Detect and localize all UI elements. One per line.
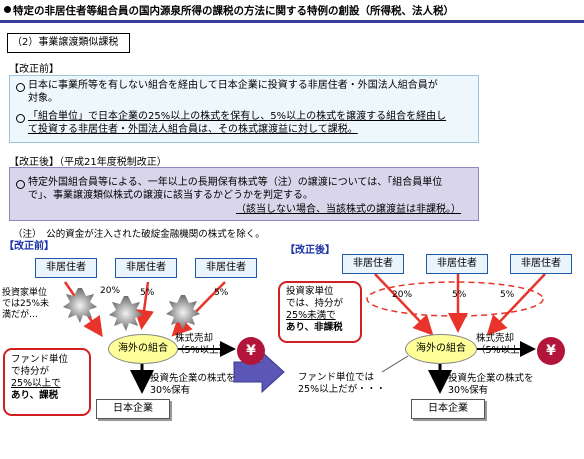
fund-note: ファンド単位では 25%以上だが・・・ <box>298 372 386 396</box>
share-label: 20% <box>392 290 413 300</box>
after-line-3: （該当しない場合、当該株式の譲渡益は非課税。） <box>236 204 461 215</box>
after-heading: 【改正後】（平成21年度税制改正） <box>9 157 167 168</box>
page-title: 特定の非居住者等組合員の国内源泉所得の課税の方法に関する特例の創設（所得税、法人… <box>4 3 454 18</box>
callout-line-text: ファンド単位 <box>11 354 69 365</box>
footnote: （注） 公的資金が注入された破綻金融機関の株式を除く。 <box>13 229 265 240</box>
investor-group-outline <box>366 281 544 317</box>
gear-icon <box>166 295 200 330</box>
fund-taxed-callout: ファンド単位 で持分が 25%以上で あり、課税 <box>3 348 91 416</box>
investor-note-line: 満だが… <box>2 310 39 320</box>
diagram-after-tag: 【改正後】 <box>285 245 335 256</box>
gear-icon <box>63 288 97 323</box>
sale-label-line: （5%以上） <box>175 345 229 356</box>
overseas-union: 海外の組合 <box>108 334 178 364</box>
yen-icon: ¥ <box>237 337 265 365</box>
holding-label-line: 投資先企業の株式を <box>448 373 534 384</box>
callout-line-text: あり、課税 <box>11 390 59 401</box>
yen-icon: ¥ <box>537 337 565 365</box>
share-label: 5% <box>500 290 515 300</box>
holding-label-line: 30%保有 <box>448 385 489 396</box>
callout-line-text: あり、非課税 <box>286 322 343 333</box>
callout-line <box>381 355 409 373</box>
share-label: 5% <box>214 288 229 298</box>
bullet-icon <box>4 6 11 13</box>
japanese-company-box: 日本企業 <box>411 399 485 419</box>
overseas-union: 海外の組合 <box>405 334 477 364</box>
sale-label-line: 株式売却 <box>175 333 214 344</box>
holding-label-line: 投資先企業の株式を <box>150 373 236 384</box>
before-item-2: 「組合単位」で日本企業の25%以上の株式を保有し、5%以上の株式を譲渡する組合を… <box>28 111 447 122</box>
nonresident-box: 非居住者 <box>35 258 97 278</box>
ring-bullet-icon <box>16 83 25 92</box>
after-line-2: で」、事業譲渡類似株式の譲渡に該当するかどうかを判定する。 <box>28 190 313 201</box>
ring-bullet-icon <box>16 180 25 189</box>
before-box: 日本に事業所等を有しない組合を経由して日本企業に投資する非居住者・外国法人組合員… <box>9 75 479 143</box>
callout-line-text: で持分が <box>11 366 50 377</box>
fund-note-line: 25%以上だが・・・ <box>298 384 386 395</box>
share-label: 5% <box>452 290 467 300</box>
section-label: （2）事業譲渡類似課税 <box>7 33 130 53</box>
nonresident-box: 非居住者 <box>342 254 404 274</box>
sale-label: 株式売却 （5%以上） <box>175 333 228 357</box>
share-label: 5% <box>140 288 155 298</box>
share-label: 20% <box>100 286 121 296</box>
nonresident-box: 非居住者 <box>195 258 257 278</box>
flow-arrow <box>374 273 434 336</box>
sale-label: 株式売却 （5%以上） <box>476 333 529 357</box>
before-item-1-cont: 対象。 <box>28 93 58 104</box>
callout-line-text: 投資家単位 <box>286 286 334 297</box>
nonresident-box: 非居住者 <box>426 254 488 274</box>
investor-note: 投資家単位 では25%未 満だが… <box>2 288 49 321</box>
title-underline <box>0 20 584 23</box>
page-title-text: 特定の非居住者等組合員の国内源泉所得の課税の方法に関する特例の創設（所得税、法人… <box>13 5 454 17</box>
holding-label: 投資先企業の株式を 30%保有 <box>448 373 534 397</box>
investor-note-line: では25%未 <box>2 299 50 309</box>
after-box: 特定外国組合員等による、一年以上の長期保有株式等（注）の譲渡については、「組合員… <box>9 167 479 221</box>
japanese-company-box: 日本企業 <box>96 399 170 419</box>
flow-arrow <box>134 281 154 330</box>
nonresident-box: 非居住者 <box>115 258 177 278</box>
before-heading: 【改正前】 <box>9 64 59 75</box>
holding-label: 投資先企業の株式を 30%保有 <box>150 373 236 397</box>
holding-label-line: 30%保有 <box>150 385 191 396</box>
investor-note-line: 投資家単位 <box>2 288 48 298</box>
ring-bullet-icon <box>16 114 25 123</box>
callout-line-text: 25%以上で <box>11 378 61 389</box>
nonresident-box: 非居住者 <box>510 254 572 274</box>
callout-line-text: 25%未満で <box>286 310 336 321</box>
fund-note-line: ファンド単位では <box>298 372 375 383</box>
before-item-2-cont: て投資する非居住者・外国法人組合員は、その株式譲渡益に対して課税。 <box>28 124 358 135</box>
before-item-1: 日本に事業所等を有しない組合を経由して日本企業に投資する非居住者・外国法人組合員… <box>28 80 438 91</box>
callout-line-text: では、持分が <box>286 298 344 309</box>
after-line-1: 特定外国組合員等による、一年以上の長期保有株式等（注）の譲渡については、「組合員… <box>28 177 443 188</box>
investor-nontaxed-callout: 投資家単位 では、持分が 25%未満で あり、非課税 <box>278 281 362 343</box>
sale-label-line: （5%以上） <box>476 345 530 356</box>
diagram-before-tag: 【改正前】 <box>4 241 54 252</box>
sale-label-line: 株式売却 <box>476 333 515 344</box>
flow-arrow <box>486 273 546 336</box>
gear-icon <box>109 296 143 331</box>
